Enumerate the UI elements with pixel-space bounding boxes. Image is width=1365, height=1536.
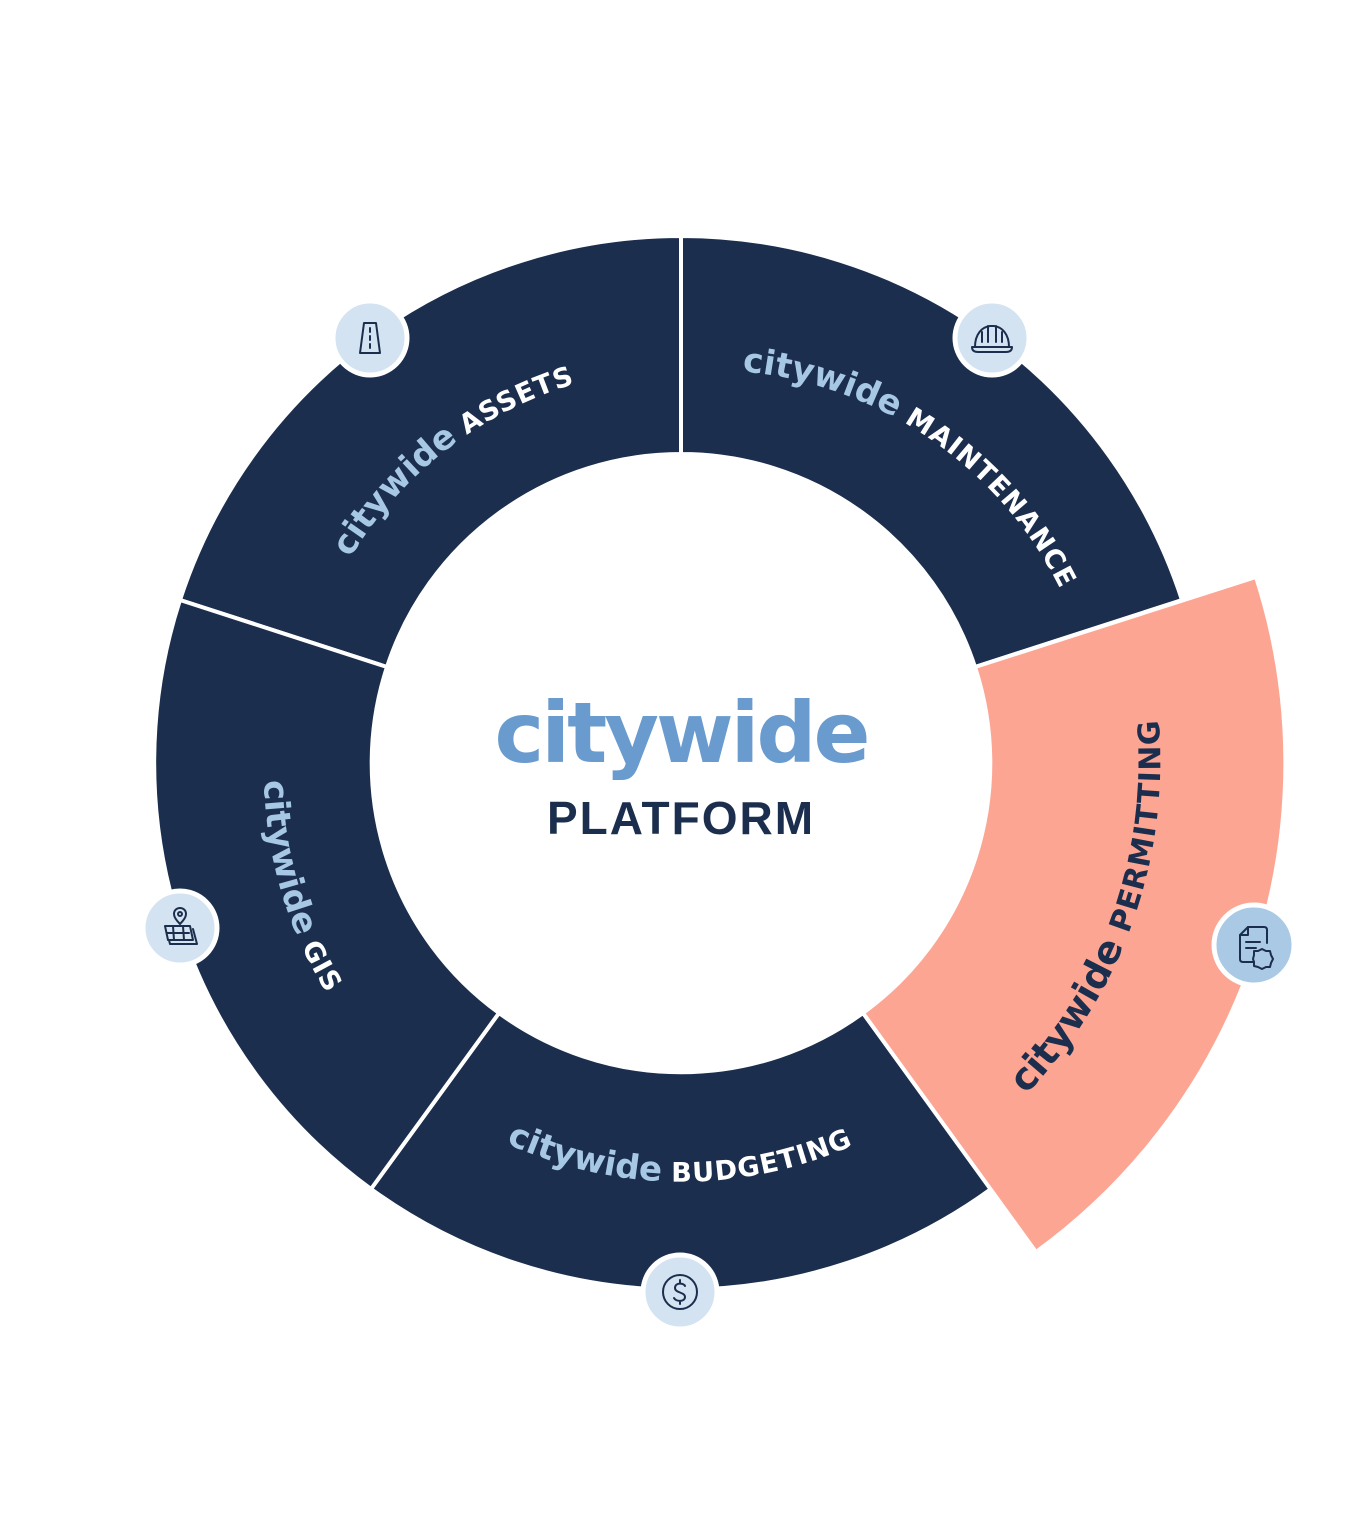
segment-gis[interactable]: [152, 597, 502, 1192]
permit-document-icon[interactable]: [1211, 902, 1297, 988]
segment-budgeting[interactable]: [368, 1010, 994, 1292]
segment-assets[interactable]: [177, 233, 683, 670]
center-brand-text: citywide: [495, 684, 868, 782]
road-icon[interactable]: [330, 298, 410, 378]
dollar-coin-icon[interactable]: [640, 1252, 720, 1332]
segment-maintenance[interactable]: [679, 233, 1185, 670]
segment-permitting[interactable]: [860, 574, 1288, 1255]
center-title-text: PLATFORM: [547, 792, 815, 844]
map-pin-icon[interactable]: [140, 888, 220, 968]
hard-hat-icon[interactable]: [952, 298, 1032, 378]
